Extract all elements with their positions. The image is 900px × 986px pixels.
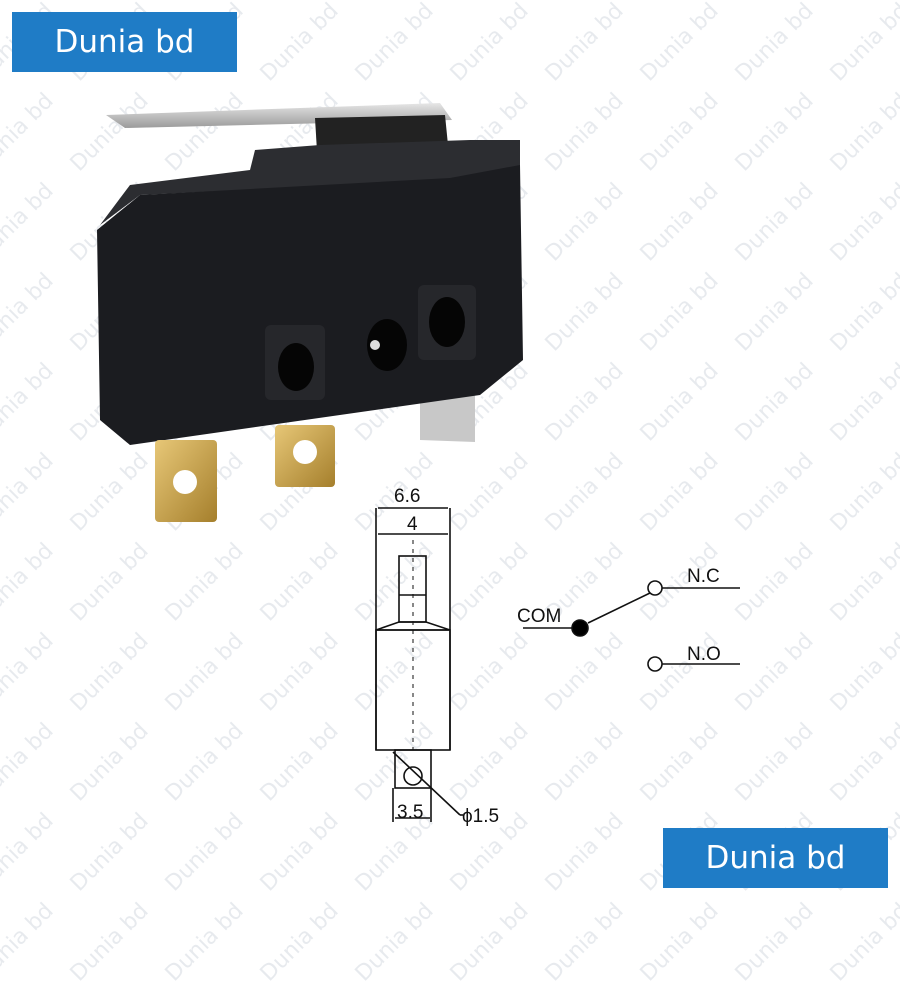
brand-banner-bottom: Dunia bd [663, 828, 888, 888]
watermark-text: Dunia bd [730, 898, 819, 986]
watermark-text: Dunia bd [825, 898, 900, 986]
watermark-text: Dunia bd [0, 898, 59, 986]
dimension-6-6: 6.6 [394, 486, 420, 507]
label-nc: N.C [687, 566, 720, 587]
dimension-3-5: 3.5 [397, 802, 423, 823]
switch-top [100, 140, 520, 225]
label-com: COM [517, 606, 561, 627]
watermark-text: Dunia bd [350, 898, 439, 986]
watermark-text: Dunia bd [540, 898, 629, 986]
watermark-text: Dunia bd [65, 898, 154, 986]
brand-banner-top: Dunia bd [12, 12, 237, 72]
dimension-hole: ϕ1.5 [462, 806, 499, 827]
label-no: N.O [687, 644, 721, 665]
product-photo: 6.6 4 3.5 ϕ1.5 COM N.C N.O [97, 103, 740, 827]
watermark-text: Dunia bd [445, 898, 534, 986]
watermark-text: Dunia bd [160, 898, 249, 986]
watermark-text: Dunia bd [255, 898, 344, 986]
dimension-drawing [375, 507, 463, 822]
watermark-text: Dunia bd [635, 898, 724, 986]
switch-body [97, 165, 523, 445]
circuit-schematic [523, 580, 740, 672]
dimension-4: 4 [407, 514, 418, 535]
micro-switch-image [97, 103, 523, 522]
